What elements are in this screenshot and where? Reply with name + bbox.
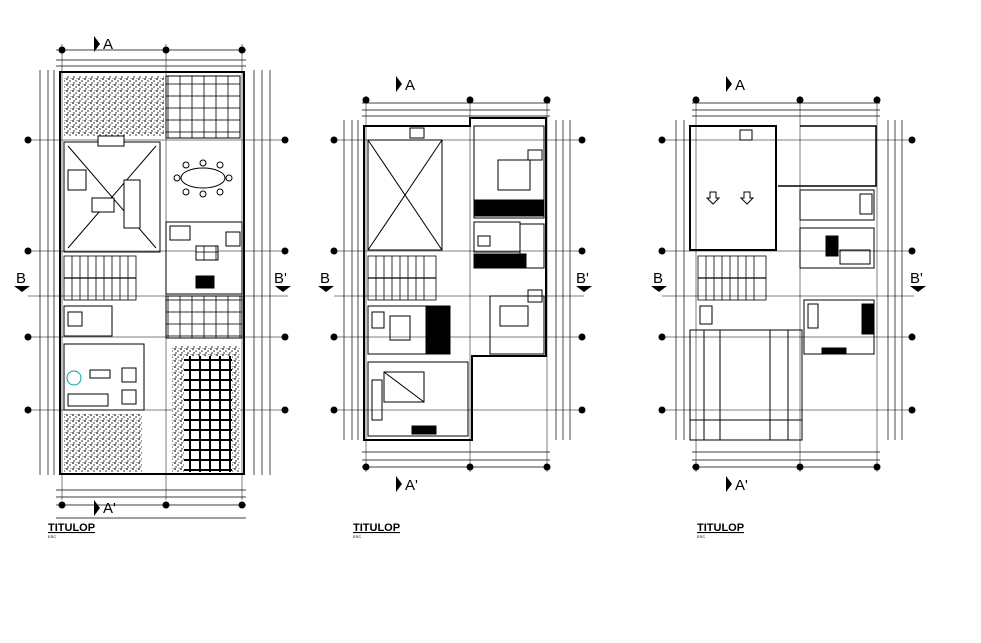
study-room [63, 343, 145, 411]
garden-area [64, 76, 164, 136]
plan-scale: ESC [697, 534, 705, 539]
svg-text:B': B' [274, 270, 287, 287]
section-marker-b-right: B' [576, 270, 592, 292]
svg-text:B: B [320, 270, 330, 287]
front-garden [64, 414, 142, 472]
kitchen [165, 221, 243, 295]
outer-wall [59, 71, 245, 475]
axis-bubbles [658, 96, 916, 471]
plan-scale: ESC [353, 534, 361, 539]
bathroom-upper [473, 221, 545, 269]
section-marker-b-left: B [14, 270, 30, 292]
roof-arrows [705, 129, 755, 205]
plan-second-floor: A A' B B' TITULOP ESC [318, 76, 592, 539]
stairs [367, 255, 437, 301]
svg-text:A: A [405, 77, 415, 94]
patio-tiles [165, 75, 241, 139]
section-marker-a-top: A [94, 36, 113, 53]
section-marker-a-bottom: A' [396, 476, 418, 494]
svg-text:B: B [653, 270, 663, 287]
svg-text:A': A' [405, 477, 418, 494]
section-marker-b-right: B' [274, 270, 291, 292]
garage-tiles [184, 356, 232, 472]
svg-text:B: B [16, 270, 26, 287]
svg-text:B': B' [576, 270, 589, 287]
plan-title: TITULOP [48, 522, 95, 534]
plan-ground-floor: A A' B B' TITULOP ESC [14, 36, 291, 539]
section-marker-a-bottom: A' [726, 476, 748, 494]
bathroom-2 [367, 305, 451, 355]
stairs [697, 255, 767, 301]
outer-wall [363, 117, 547, 441]
section-marker-a-bottom: A' [94, 500, 116, 517]
dimension-lines [343, 102, 571, 468]
bedroom-1 [473, 125, 545, 219]
svg-text:A': A' [735, 477, 748, 494]
section-marker-b-right: B' [910, 270, 926, 292]
terrace-deck [689, 305, 803, 441]
plan-scale: ESC [48, 534, 56, 539]
svg-text:A: A [103, 36, 113, 53]
stairs [63, 255, 137, 301]
terrace-room-wall [778, 125, 877, 187]
section-marker-a-top: A [396, 76, 415, 94]
bathroom-roof [803, 299, 875, 355]
axis-bubbles [330, 96, 586, 471]
dining-area [173, 159, 233, 198]
plan-roof-terrace: A A' B B' TITULOP ESC [651, 76, 926, 539]
laundry-room [63, 295, 243, 339]
axis-bubbles [24, 46, 289, 509]
plan-title: TITULOP [353, 522, 400, 534]
svg-text:B': B' [910, 270, 923, 287]
void-double-height [367, 127, 443, 251]
bedroom-3 [367, 361, 469, 437]
plan-title: TITULOP [697, 522, 744, 534]
section-marker-b-left: B [318, 270, 334, 292]
laundry-roof [799, 189, 875, 269]
roof-slab [689, 125, 777, 251]
dimension-lines [675, 102, 903, 468]
svg-text:A': A' [103, 500, 116, 517]
dimension-lines [39, 49, 271, 519]
section-marker-a-top: A [726, 76, 745, 94]
svg-text:A: A [735, 77, 745, 94]
bedroom-2 [489, 289, 545, 355]
living-room [63, 135, 161, 253]
section-marker-b-left: B [651, 270, 667, 292]
